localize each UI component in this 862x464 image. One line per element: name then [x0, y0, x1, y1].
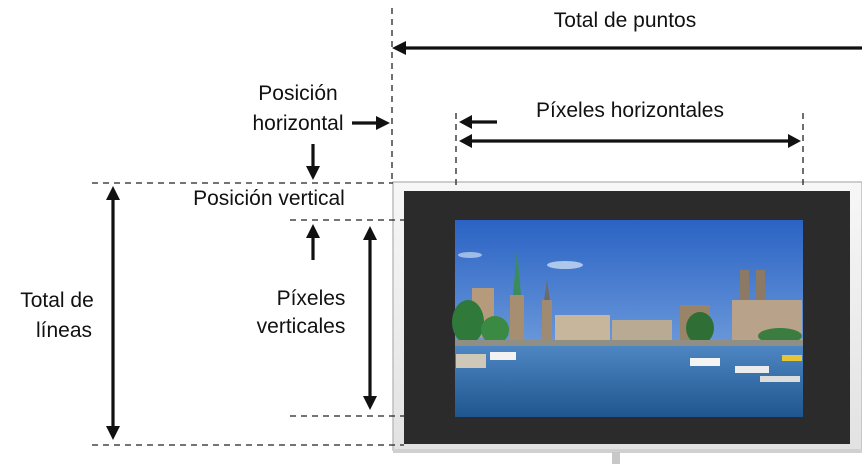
- total-lines-label-line2: líneas: [36, 319, 92, 342]
- horizontal-pixels-short-arrow: [459, 115, 497, 129]
- total-points-label: Total de puntos: [554, 9, 696, 32]
- horizontal-position-arrow: [352, 116, 390, 130]
- horizontal-position-label-line2: horizontal: [252, 112, 343, 135]
- horizontal-position-label-line1: Posición: [258, 82, 337, 105]
- vertical-position-label: Posición vertical: [193, 187, 345, 210]
- vertical-position-arrow-down: [306, 144, 320, 180]
- guide-lines: [92, 8, 804, 446]
- vertical-pixels-label-line1: Píxeles: [277, 287, 346, 310]
- vertical-position-arrow-up: [306, 224, 320, 260]
- horizontal-pixels-arrow: [459, 134, 801, 148]
- vertical-pixels-arrow: [363, 226, 377, 410]
- city-river-photo: [452, 220, 803, 417]
- total-lines-label-line1: Total de: [20, 289, 94, 312]
- total-points-arrow: [392, 41, 862, 55]
- vertical-pixels-label-line2: verticales: [257, 315, 346, 338]
- total-lines-arrow: [106, 186, 120, 440]
- horizontal-pixels-label: Píxeles horizontales: [536, 99, 724, 122]
